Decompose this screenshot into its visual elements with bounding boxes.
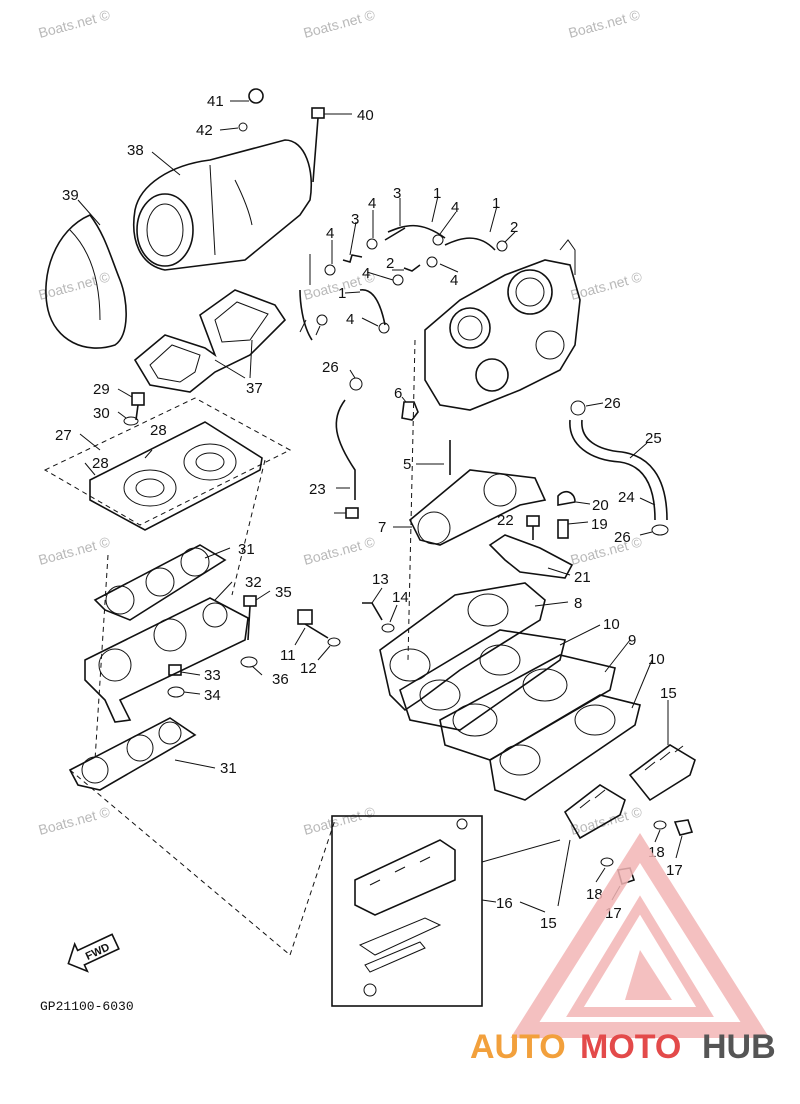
reed-valve-inset [289,815,561,1007]
callout-number: 38 [127,142,144,159]
callout-number: 40 [357,107,374,124]
callout-number: 19 [591,516,608,533]
callout-number: 26 [614,529,631,546]
callout-number: 31 [238,541,255,558]
callout-number: 21 [574,569,591,586]
callout-number: 26 [604,395,621,412]
diagram-part-code: GP21100-6030 [40,999,134,1014]
callout-number: 9 [628,632,636,649]
callout-number: 25 [645,430,662,447]
forward-arrow: FWD [67,933,120,973]
callout-number: 39 [62,187,79,204]
callout-number: 33 [204,667,221,684]
callout-number: 15 [660,685,677,702]
callout-number: 16 [496,895,513,912]
callout-number: 2 [386,255,394,272]
callout-number: 4 [362,265,370,282]
brand-hub: HUB [702,1028,776,1066]
callout-number: 4 [451,199,459,216]
callout-number: 5 [403,456,411,473]
air-intake-silencer-group [45,88,352,393]
callout-number: 4 [326,225,334,242]
watermark: Boats.net © [569,533,645,568]
brand-auto: AUTO [470,1028,566,1066]
callout-number: 23 [309,481,326,498]
callout-number: 15 [540,915,557,932]
callout-number: 1 [338,285,346,302]
intake-manifold-group [294,582,696,907]
callout-number: 1 [433,185,441,202]
cylinder-head-group [43,388,292,956]
watermark: Boats.net © [37,533,113,568]
callout-number: 22 [497,512,514,529]
callout-number: 41 [207,93,224,110]
callout-number: 30 [93,405,110,422]
watermark: Boats.net © [302,6,378,41]
callout-number: 28 [150,422,167,439]
callout-layer: 41 42 40 38 39 37 29 30 28 27 28 31 32 3… [55,93,683,932]
callout-number: 11 [280,647,296,664]
callout-number: 3 [351,211,359,228]
callout-number: 10 [603,616,620,633]
callout-number: 20 [592,497,609,514]
callout-number: 36 [272,671,289,688]
callout-number: 14 [392,589,409,606]
callout-number: 3 [393,185,401,202]
callout-number: 6 [394,385,402,402]
callout-number: 27 [55,427,72,444]
callout-number: 29 [93,381,110,398]
automotohub-logo: AUTO MOTO HUB [470,833,776,1066]
watermark: Boats.net © [567,6,643,41]
callout-number: 10 [648,651,665,668]
watermark: Boats.net © [302,803,378,838]
callout-number: 31 [220,760,237,777]
watermark: Boats.net © [302,533,378,568]
callout-number: 1 [492,195,500,212]
callout-number: 7 [378,519,386,536]
watermark: Boats.net © [37,6,113,41]
brand-moto: MOTO [580,1028,681,1066]
callout-number: 8 [574,595,582,612]
callout-number: 35 [275,584,292,601]
callout-number: 26 [322,359,339,376]
watermark: Boats.net © [37,803,113,838]
callout-number: 4 [346,311,354,328]
callout-number: 2 [510,219,518,236]
drain-hose-group [488,400,669,579]
callout-number: 34 [204,687,221,704]
callout-number: 17 [666,862,683,879]
watermark-layer: Boats.net © Boats.net © Boats.net © Boat… [37,6,645,838]
callout-number: 37 [246,380,263,397]
callout-number: 32 [245,574,262,591]
carburetor-group [299,195,581,661]
callout-number: 42 [196,122,213,139]
callout-number: 24 [618,489,635,506]
callout-number: 13 [372,571,389,588]
fwd-label: FWD [84,941,112,962]
watermark: Boats.net © [569,803,645,838]
callout-number: 4 [450,272,458,289]
callout-number: 4 [368,195,376,212]
callout-number: 28 [92,455,109,472]
callout-number: 12 [300,660,317,677]
